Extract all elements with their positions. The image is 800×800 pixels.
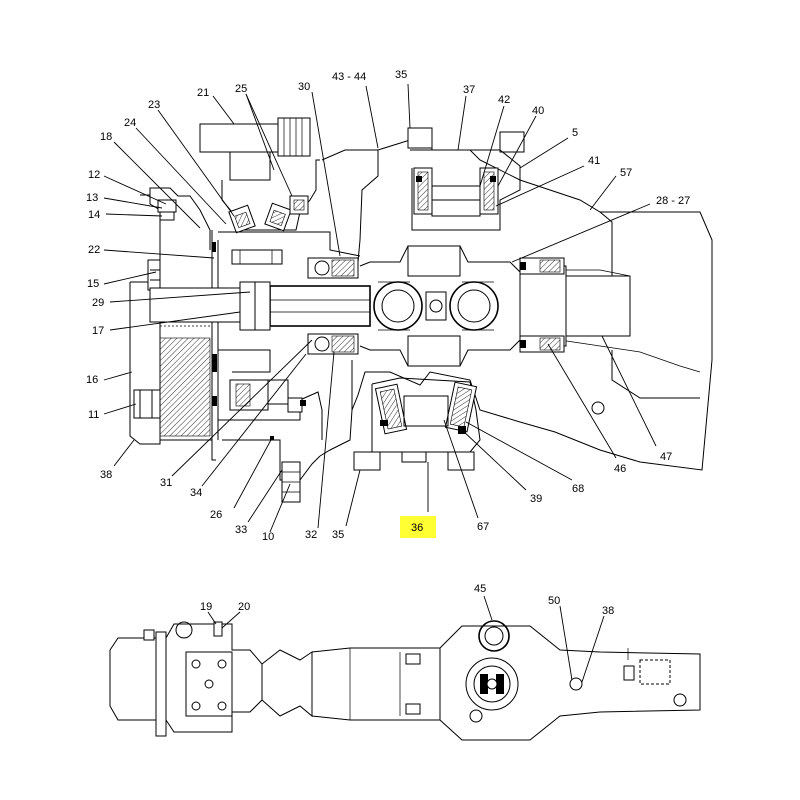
callout-10[interactable]: 10: [262, 531, 274, 543]
callout-42[interactable]: 42: [498, 94, 510, 106]
universal-joint: [359, 245, 521, 367]
shaft-bearings: [307, 257, 359, 355]
highlight-box: [400, 516, 436, 538]
callout-33[interactable]: 33: [235, 524, 247, 536]
callout-45[interactable]: 45: [474, 583, 486, 595]
callout-67[interactable]: 67: [477, 521, 489, 533]
callout-41[interactable]: 41: [588, 155, 600, 167]
callout-35-bottom[interactable]: 35: [332, 529, 344, 541]
output-shaft: [519, 257, 631, 353]
callout-68[interactable]: 68: [572, 483, 584, 495]
callout-38-bottom[interactable]: 38: [602, 605, 614, 617]
callout-21[interactable]: 21: [197, 87, 209, 99]
callout-14[interactable]: 14: [88, 209, 100, 221]
callout-38-top[interactable]: 38: [100, 469, 112, 481]
axle-housing-outline: [319, 139, 713, 471]
callout-labels[interactable]: 21 25 30 43 - 44 35 37 42 40 5 41 57 23 …: [86, 69, 690, 543]
callout-11[interactable]: 11: [88, 409, 99, 421]
callout-31[interactable]: 31: [160, 477, 172, 489]
upper-section-view: 21 25 30 43 - 44 35 37 42 40 5 41 57 23 …: [86, 69, 713, 543]
callout-57[interactable]: 57: [620, 167, 632, 179]
lower-overview-view: 45 19 20 50 38: [109, 583, 701, 741]
hub-housing: [129, 187, 219, 461]
callout-13[interactable]: 13: [86, 192, 98, 204]
callout-39[interactable]: 39: [530, 493, 542, 505]
callout-16[interactable]: 16: [86, 374, 98, 386]
callout-26[interactable]: 26: [210, 509, 222, 521]
callout-46[interactable]: 46: [614, 463, 626, 475]
lower-trunnion-bearing: [353, 377, 481, 471]
callout-17[interactable]: 17: [92, 325, 104, 337]
upper-trunnion-bearing: [407, 127, 525, 231]
callout-36[interactable]: 36: [411, 522, 423, 534]
callout-40[interactable]: 40: [532, 105, 544, 117]
leader-lines: [103, 83, 657, 533]
callout-50[interactable]: 50: [548, 595, 560, 607]
planetary-gear-top: [199, 117, 361, 265]
callout-20[interactable]: 20: [238, 601, 250, 613]
callout-37[interactable]: 37: [463, 84, 475, 96]
callout-43-44[interactable]: 43 - 44: [332, 71, 366, 83]
callout-28-27[interactable]: 28 - 27: [656, 195, 690, 207]
planetary-gear-bottom: [218, 349, 323, 503]
callout-35-top[interactable]: 35: [395, 69, 407, 81]
callout-34[interactable]: 34: [190, 487, 202, 499]
callout-15[interactable]: 15: [87, 278, 99, 290]
callout-32[interactable]: 32: [305, 529, 317, 541]
callout-30[interactable]: 30: [298, 81, 310, 93]
callout-18[interactable]: 18: [100, 131, 112, 143]
callout-19[interactable]: 19: [200, 601, 212, 613]
callout-23[interactable]: 23: [148, 99, 160, 111]
callout-24[interactable]: 24: [124, 117, 136, 129]
callout-22[interactable]: 22: [88, 244, 100, 256]
callout-25[interactable]: 25: [235, 83, 247, 95]
axle-shaft: [149, 281, 371, 331]
callout-5[interactable]: 5: [572, 127, 578, 139]
callout-29[interactable]: 29: [92, 297, 104, 309]
callout-12[interactable]: 12: [88, 169, 100, 181]
callout-47[interactable]: 47: [660, 451, 672, 463]
